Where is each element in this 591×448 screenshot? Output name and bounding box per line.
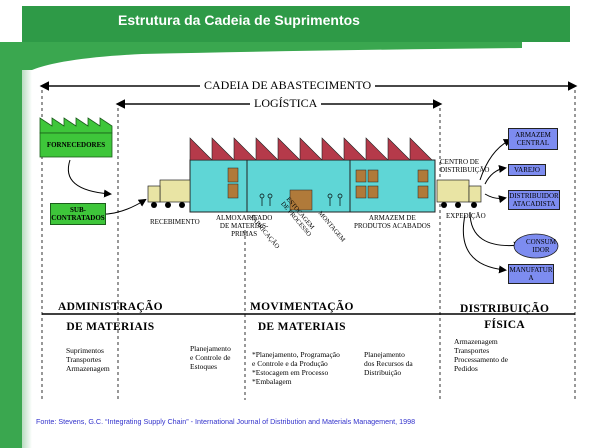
section-heading-movimentacao: MOVIMENTAÇÃO DE MATERIAIS [250, 301, 354, 333]
almoxarifado-label: ALMOXARIFADO DE MATERIAS- PRIMAS [216, 214, 273, 238]
recebimento-label: RECEBIMENTO [150, 218, 200, 226]
distribuidor-box: DISTRIBUIDOR ATACADISTA [508, 190, 560, 210]
arrow-to-varejo [484, 164, 507, 185]
cadeia-label: CADEIA DE ABASTECIMENTO [200, 78, 376, 93]
section-items-movimentacao-b: *Planejamento, Programação e Controle e … [252, 350, 340, 386]
section-heading-administracao: ADMINISTRAÇÃO DE MATERIAIS [58, 301, 163, 333]
arrow-to-distribuidor [484, 193, 507, 204]
section-items-movimentacao-a: Planejamento e Controle de Estoques [190, 344, 231, 371]
section-heading-distribuicao: DISTRIBUIÇÃO FÍSICA [460, 303, 550, 331]
armazem-acabados-label: ARMAZEM DE PRODUTOS ACABADOS [354, 214, 431, 230]
slide-title: Estrutura da Cadeia de Suprimentos [118, 12, 360, 28]
source-caption: Fonte: Stevens, G.C. “Integrating Supply… [36, 417, 416, 426]
expedicao-label: EXPEDIÇÃO [446, 212, 486, 220]
left-shadow [22, 42, 32, 448]
manufatura-box: MANUFATUR A [508, 264, 554, 284]
centro-distribuicao-label: CENTRO DE DISTRIBUIÇÃO [440, 158, 490, 174]
consumidor-ellipse [513, 233, 559, 259]
title-swoosh [22, 42, 522, 70]
armazem-central-box: ARMAZEM CENTRAL [508, 128, 558, 150]
truck-shipping-icon [436, 179, 482, 208]
left-decoration-strip [0, 42, 22, 448]
arrow-to-consumidor [469, 211, 522, 250]
workers-icon [259, 193, 343, 206]
section-items-administracao: Suprimentos Transportes Armazenagem [66, 346, 110, 373]
section-items-distribuicao: Armazenagem Transportes Processamento de… [454, 337, 508, 373]
fornecedores-label: FORNECEDORES [46, 141, 106, 149]
consumidor-label: CONSUM IDOR [526, 238, 556, 254]
fornecedores-factory-icon [39, 117, 113, 158]
title-bar [22, 6, 570, 42]
truck-receiving-icon [147, 179, 191, 208]
arrow-to-manufatura [462, 214, 507, 274]
subcontratados-box: SUB- CONTRATADOS [50, 203, 106, 225]
varejo-box: VAREJO [508, 164, 546, 176]
arrow-fornecedores-truck [68, 159, 112, 198]
arrow-to-armazem [479, 139, 512, 181]
section-items-movimentacao-c: Planejamento dos Recursos da Distribuiçã… [364, 350, 413, 377]
logistica-label: LOGÍSTICA [250, 96, 322, 111]
main-factory-icon [189, 137, 436, 213]
